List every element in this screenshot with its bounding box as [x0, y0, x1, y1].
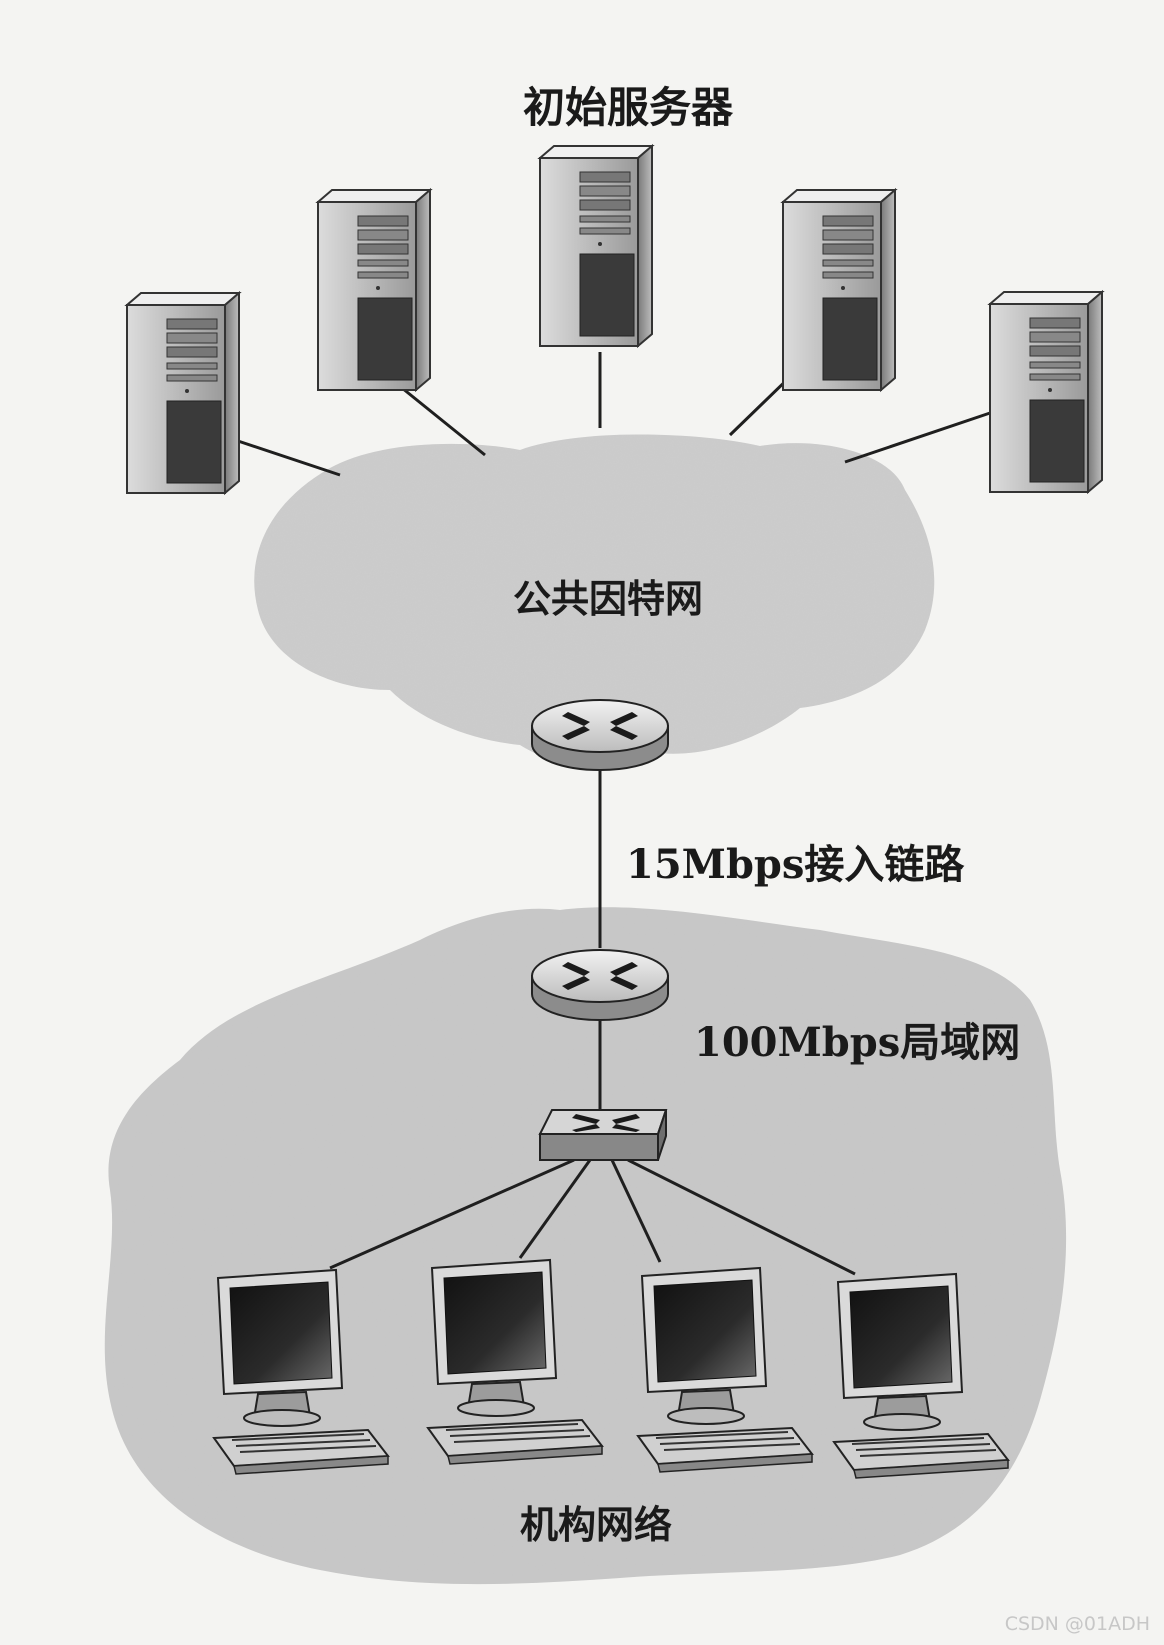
- server-icon: [783, 190, 895, 390]
- origin-servers-label: 初始服务器: [523, 83, 734, 132]
- server-icon: [540, 146, 652, 346]
- server-icon: [318, 190, 430, 390]
- watermark: CSDN @01ADH: [1005, 1613, 1150, 1635]
- lan-label: 100Mbps局域网: [694, 1019, 1020, 1066]
- switch-icon: [540, 1110, 666, 1160]
- institution-router-icon: [532, 950, 668, 1020]
- institutional-network-label: 机构网络: [520, 1503, 672, 1547]
- server-icon: [990, 292, 1102, 492]
- internet-router-icon: [532, 700, 668, 770]
- access-link-label: 15Mbps接入链路: [626, 841, 965, 888]
- public-internet-label: 公共因特网: [513, 577, 703, 621]
- server-icon: [127, 293, 239, 493]
